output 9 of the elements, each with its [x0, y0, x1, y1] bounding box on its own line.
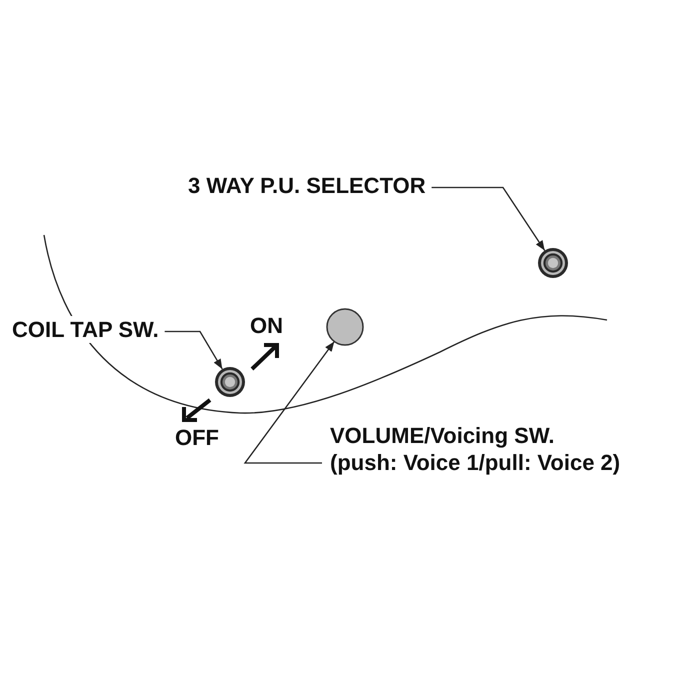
callout-note: (push: Voice 1/pull: Voice 2) [330, 449, 620, 476]
switch-knob [537, 247, 569, 279]
leader-line [432, 186, 546, 251]
leader-line [164, 330, 223, 370]
callout-label: COIL TAP SW. [12, 316, 159, 343]
switch-knob [214, 366, 246, 398]
control-knob [326, 308, 364, 346]
leader-line [244, 341, 335, 464]
callout-label: VOLUME/Voicing SW. [330, 422, 556, 449]
